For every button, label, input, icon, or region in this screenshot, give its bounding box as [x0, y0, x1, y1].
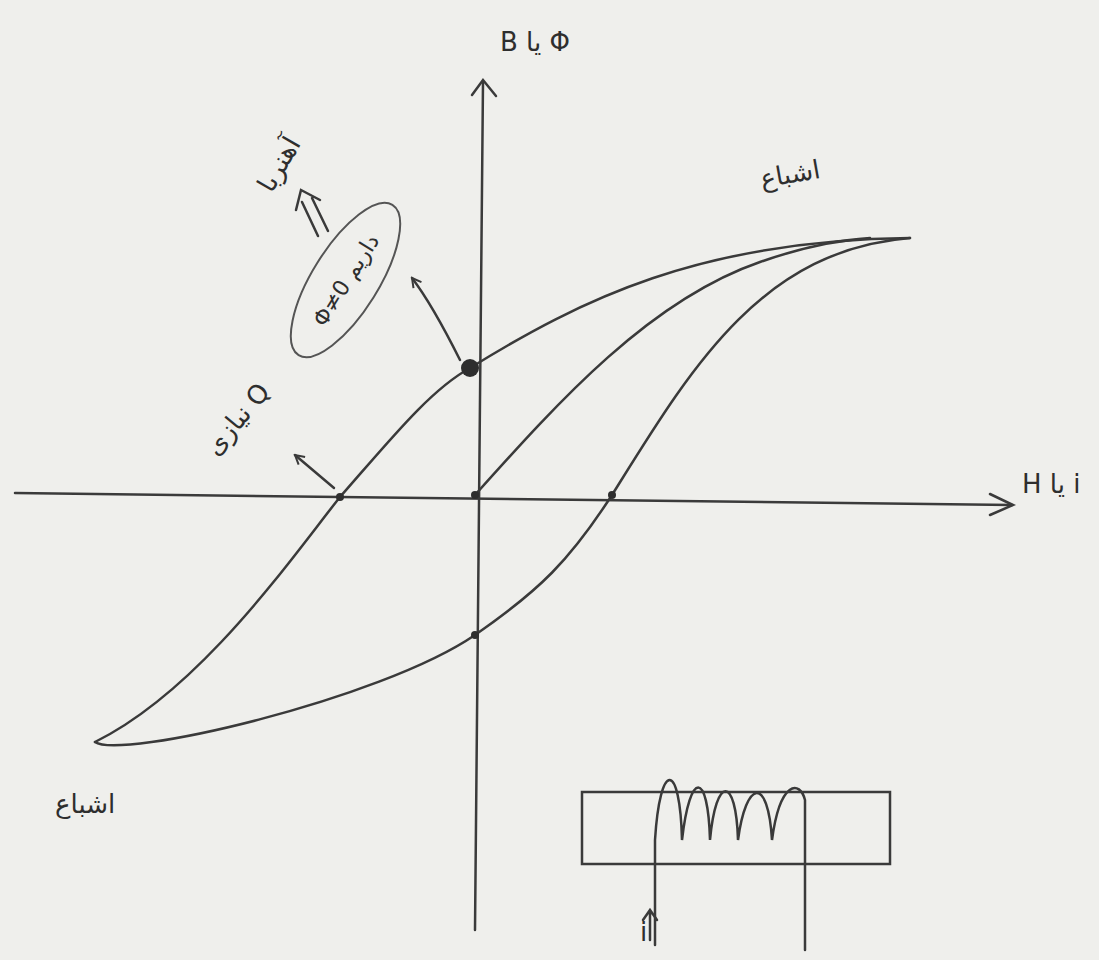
x-axis	[15, 493, 1012, 505]
callout-text: Φ≠0 داریم	[307, 229, 383, 330]
handwritten-label: نیازی Q	[199, 378, 275, 461]
handwritten-label: H یا i	[1022, 470, 1081, 499]
upper-branch	[95, 238, 910, 742]
handwritten-label: اشباع	[758, 155, 822, 194]
handwritten-label: اشباع	[55, 790, 115, 819]
handwritten-label: i	[640, 918, 647, 947]
coil-winding	[655, 780, 805, 950]
lower-branch	[95, 238, 910, 745]
ellipse-callout: Φ≠0 داریم	[267, 185, 422, 376]
x-arrow	[990, 494, 1013, 515]
handwritten-label: B یا Φ	[500, 28, 570, 57]
leader-line	[412, 278, 460, 360]
y-axis	[475, 82, 483, 930]
core-bar	[582, 792, 890, 864]
double-arrow	[296, 190, 328, 236]
leader-line	[295, 455, 334, 488]
initial-curve	[475, 238, 870, 495]
y-arrow	[472, 80, 496, 96]
handwritten-label: آهنربا	[252, 132, 306, 197]
